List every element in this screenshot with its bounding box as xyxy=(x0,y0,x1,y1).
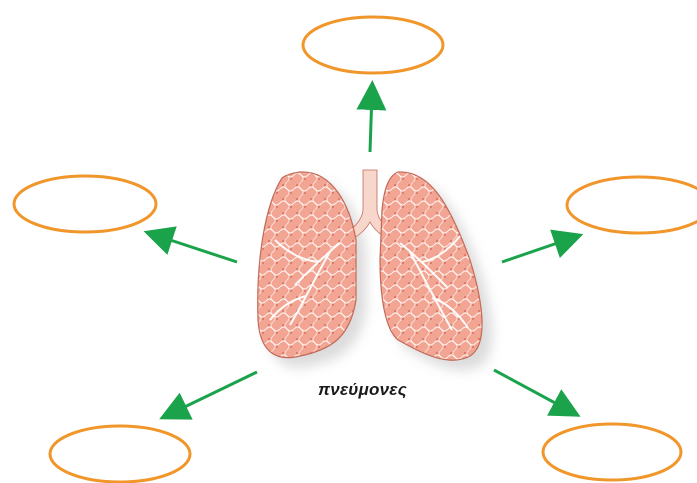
right-lung xyxy=(380,172,482,360)
left-lung xyxy=(258,172,356,358)
arrow-right xyxy=(502,238,572,262)
arrow-top xyxy=(370,92,372,152)
lungs-illustration xyxy=(258,170,492,370)
arrow-bottom-left xyxy=(170,372,257,414)
center-label: πνεύμονες xyxy=(318,380,438,400)
bubble-bottom-right xyxy=(543,424,681,480)
bubble-bottom-left xyxy=(50,426,190,482)
bubble-right xyxy=(567,177,697,233)
bubble-top xyxy=(303,17,443,73)
bubble-left xyxy=(14,176,156,232)
arrow-left xyxy=(155,235,237,262)
arrow-bottom-right xyxy=(494,370,570,411)
